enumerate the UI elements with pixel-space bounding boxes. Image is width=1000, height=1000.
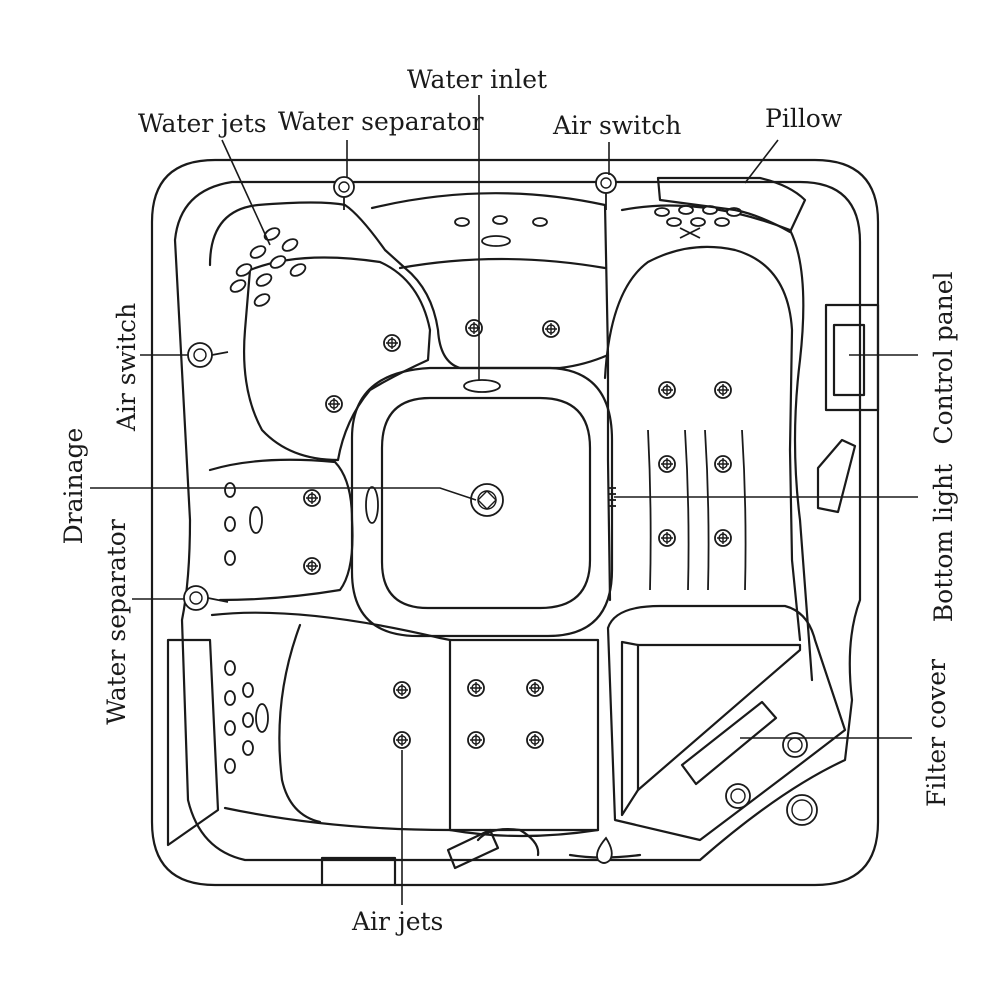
label-pillow: Pillow (765, 104, 843, 133)
label-water-inlet: Water inlet (407, 65, 547, 94)
lower-middle-seat (448, 638, 600, 838)
side-jet (255, 703, 269, 733)
filter-knob (725, 783, 751, 809)
bottom-details (320, 828, 642, 887)
air-jet (465, 319, 483, 337)
jet-nozzle (492, 215, 508, 225)
air-jet (714, 529, 732, 547)
leader-drainage (90, 487, 477, 501)
air-jet (467, 731, 485, 749)
label-water-separator-top: Water separator (278, 107, 484, 136)
leader-water-jets (221, 139, 271, 246)
top-bench (370, 192, 610, 370)
air-jet (393, 731, 411, 749)
air-jet (393, 681, 411, 699)
air-jet (714, 381, 732, 399)
jet-nozzle (454, 217, 470, 227)
pillow-jet (666, 217, 682, 227)
filter-knob (782, 732, 808, 758)
lower-left-seat (166, 611, 452, 847)
jet-nozzle (481, 235, 511, 247)
water-separator-top-fitting (333, 176, 355, 198)
side-jet (224, 550, 236, 566)
label-bottom-light: Bottom light (929, 464, 958, 622)
water-jet-cluster (229, 227, 307, 307)
water-jet-nozzle (235, 263, 253, 277)
leader-pillow (744, 139, 779, 184)
jet-nozzle (532, 217, 548, 227)
label-control-panel: Control panel (929, 271, 958, 444)
air-jets (303, 319, 732, 749)
fittings (183, 172, 617, 611)
bottom-drain-fitting (596, 836, 613, 864)
side-jet (242, 712, 254, 728)
side-jet (224, 758, 236, 774)
pillow-jet (654, 207, 670, 217)
label-drainage: Drainage (59, 428, 88, 545)
air-jet (467, 679, 485, 697)
side-jet (224, 690, 236, 706)
label-air-jets: Air jets (351, 907, 443, 936)
label-water-jets: Water jets (138, 109, 267, 138)
air-jet (303, 489, 321, 507)
water-inlet-fitting (463, 379, 501, 393)
air-jet (383, 334, 401, 352)
tub-shell (150, 158, 880, 887)
air-jet (303, 557, 321, 575)
label-filter-cover: Filter cover (922, 659, 951, 807)
pillow (656, 176, 807, 234)
label-air-switch-left: Air switch (112, 303, 141, 432)
side-jet (249, 506, 263, 534)
label-air-switch-top: Air switch (552, 111, 681, 140)
drain-fitting (470, 483, 504, 517)
water-jet-nozzle (255, 273, 273, 287)
footwell (350, 366, 616, 638)
water-jet-nozzle (263, 227, 281, 241)
air-jet (325, 395, 343, 413)
labels: Water jets Water separator Water inlet A… (59, 65, 958, 936)
side-jet (242, 740, 254, 756)
water-jet-nozzle (229, 279, 247, 293)
side-jet (224, 482, 236, 498)
air-jet (658, 381, 676, 399)
leader-lines (90, 95, 918, 905)
water-jet-nozzle (281, 238, 299, 252)
pillow-jet (690, 217, 706, 227)
air-jet (658, 529, 676, 547)
side-jet (224, 660, 236, 676)
side-jet (224, 720, 236, 736)
side-jet (242, 682, 254, 698)
water-jet-nozzle (249, 245, 267, 259)
left-mid-seat (208, 458, 354, 602)
air-jet (658, 455, 676, 473)
water-jet-nozzle (269, 255, 287, 269)
filter-step (606, 604, 847, 842)
water-jet-nozzle (253, 293, 271, 307)
water-separator-left-fitting (183, 585, 209, 611)
control-panel (824, 303, 880, 412)
air-switch-left-fitting (187, 342, 213, 368)
upper-left-seat (208, 201, 432, 462)
side-handle (816, 438, 857, 514)
side-fitting (365, 486, 379, 524)
air-jet (526, 731, 544, 749)
water-jet-nozzle (289, 263, 307, 277)
pillow-jet (678, 205, 694, 215)
pillow-jet (714, 217, 730, 227)
label-water-separator-left: Water separator (102, 519, 131, 725)
side-jet (224, 516, 236, 532)
air-switch-top-fitting (595, 172, 617, 194)
air-jet (542, 320, 560, 338)
air-jet (714, 455, 732, 473)
air-jet (526, 679, 544, 697)
